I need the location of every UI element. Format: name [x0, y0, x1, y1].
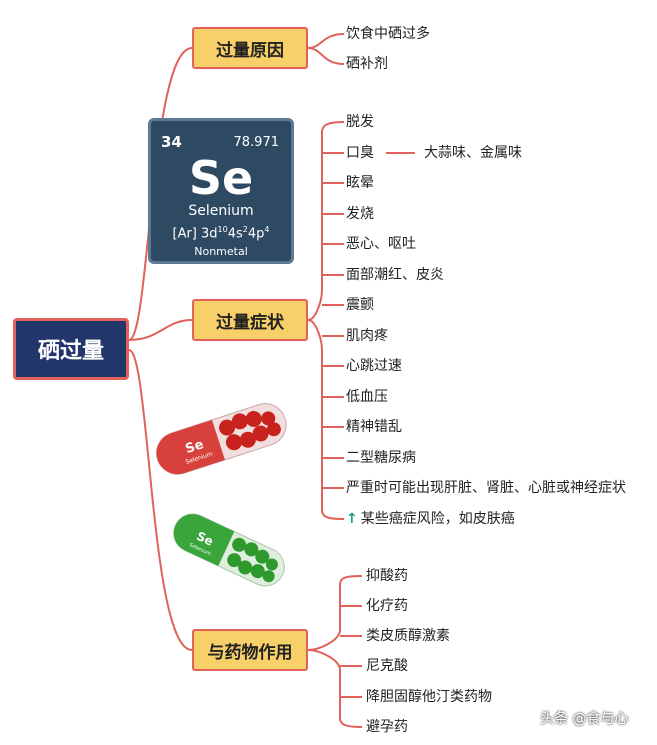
leaf-cause[interactable]: 硒补剂	[346, 56, 388, 72]
leaf-symptom[interactable]: 恶心、呕吐	[346, 236, 416, 252]
leaf-symptom-text: 某些癌症风险，如皮肤癌	[360, 511, 515, 527]
leaf-drug[interactable]: 避孕药	[366, 719, 408, 735]
config-sup: 2	[242, 225, 248, 234]
leaf-symptom[interactable]: 眩晕	[346, 175, 374, 191]
leaf-symptom[interactable]: 低血压	[346, 389, 388, 405]
green-capsule-image: Se Selenium	[173, 513, 285, 587]
config-part: 4p	[247, 226, 265, 242]
config-part: [Ar] 3d	[172, 226, 218, 242]
leaf-drug[interactable]: 类皮质醇激素	[366, 628, 450, 644]
element-category: Nonmetal	[194, 245, 248, 258]
leaf-symptom[interactable]: 严重时可能出现肝脏、肾脏、心脏或神经症状	[346, 480, 626, 496]
leaf-symptom[interactable]: 二型糖尿病	[346, 450, 416, 466]
branch-label: 与药物作用	[207, 642, 293, 663]
red-capsule-image: Se Selenium	[156, 403, 287, 475]
root-node[interactable]: 硒过量	[13, 318, 129, 380]
leaf-symptom[interactable]: ↑某些癌症风险，如皮肤癌	[346, 510, 515, 528]
leaf-cause[interactable]: 饮食中硒过多	[346, 26, 430, 42]
leaf-drug[interactable]: 化疗药	[366, 598, 408, 614]
leaf-symptom[interactable]: 脱发	[346, 114, 374, 130]
branch-label: 过量原因	[216, 40, 284, 61]
config-part: 4s	[227, 226, 243, 242]
leaf-symptom[interactable]: 发烧	[346, 206, 374, 222]
leaf-drug[interactable]: 降胆固醇他汀类药物	[366, 689, 492, 705]
watermark: 头条 @食与心	[540, 711, 629, 727]
config-sup: 10	[217, 225, 228, 234]
capsule-label: Se	[194, 529, 215, 549]
capsule-label: Se	[184, 437, 206, 457]
leaf-symptom[interactable]: 震颤	[346, 297, 374, 313]
leaf-drug[interactable]: 抑酸药	[366, 568, 408, 584]
element-symbol: Se	[188, 151, 254, 205]
electron-config: [Ar] 3d104s24p4	[151, 225, 291, 241]
leaf-symptom[interactable]: 精神错乱	[346, 419, 402, 435]
leaf-drug[interactable]: 尼克酸	[366, 658, 408, 674]
branch-symptoms[interactable]: 过量症状	[192, 299, 308, 341]
leaf-symptom[interactable]: 面部潮红、皮炎	[346, 267, 444, 283]
root-label: 硒过量	[37, 339, 104, 364]
leaf-symptom-note[interactable]: 大蒜味、金属味	[424, 145, 522, 161]
selenium-element-tile: 34 78.971 Se Selenium [Ar] 3d104s24p4 No…	[148, 118, 294, 264]
arrow-up-icon: ↑	[346, 511, 358, 527]
leaf-symptom[interactable]: 口臭	[346, 145, 374, 161]
element-name: Selenium	[188, 203, 254, 219]
atomic-number: 34	[161, 133, 182, 151]
leaf-symptom[interactable]: 肌肉疼	[346, 328, 388, 344]
config-sup: 4	[264, 225, 270, 234]
atomic-mass: 78.971	[233, 135, 280, 150]
branch-drug-interactions[interactable]: 与药物作用	[192, 629, 308, 671]
branch-label: 过量症状	[216, 312, 284, 333]
branch-causes[interactable]: 过量原因	[192, 27, 308, 69]
leaf-symptom[interactable]: 心跳过速	[346, 358, 402, 374]
